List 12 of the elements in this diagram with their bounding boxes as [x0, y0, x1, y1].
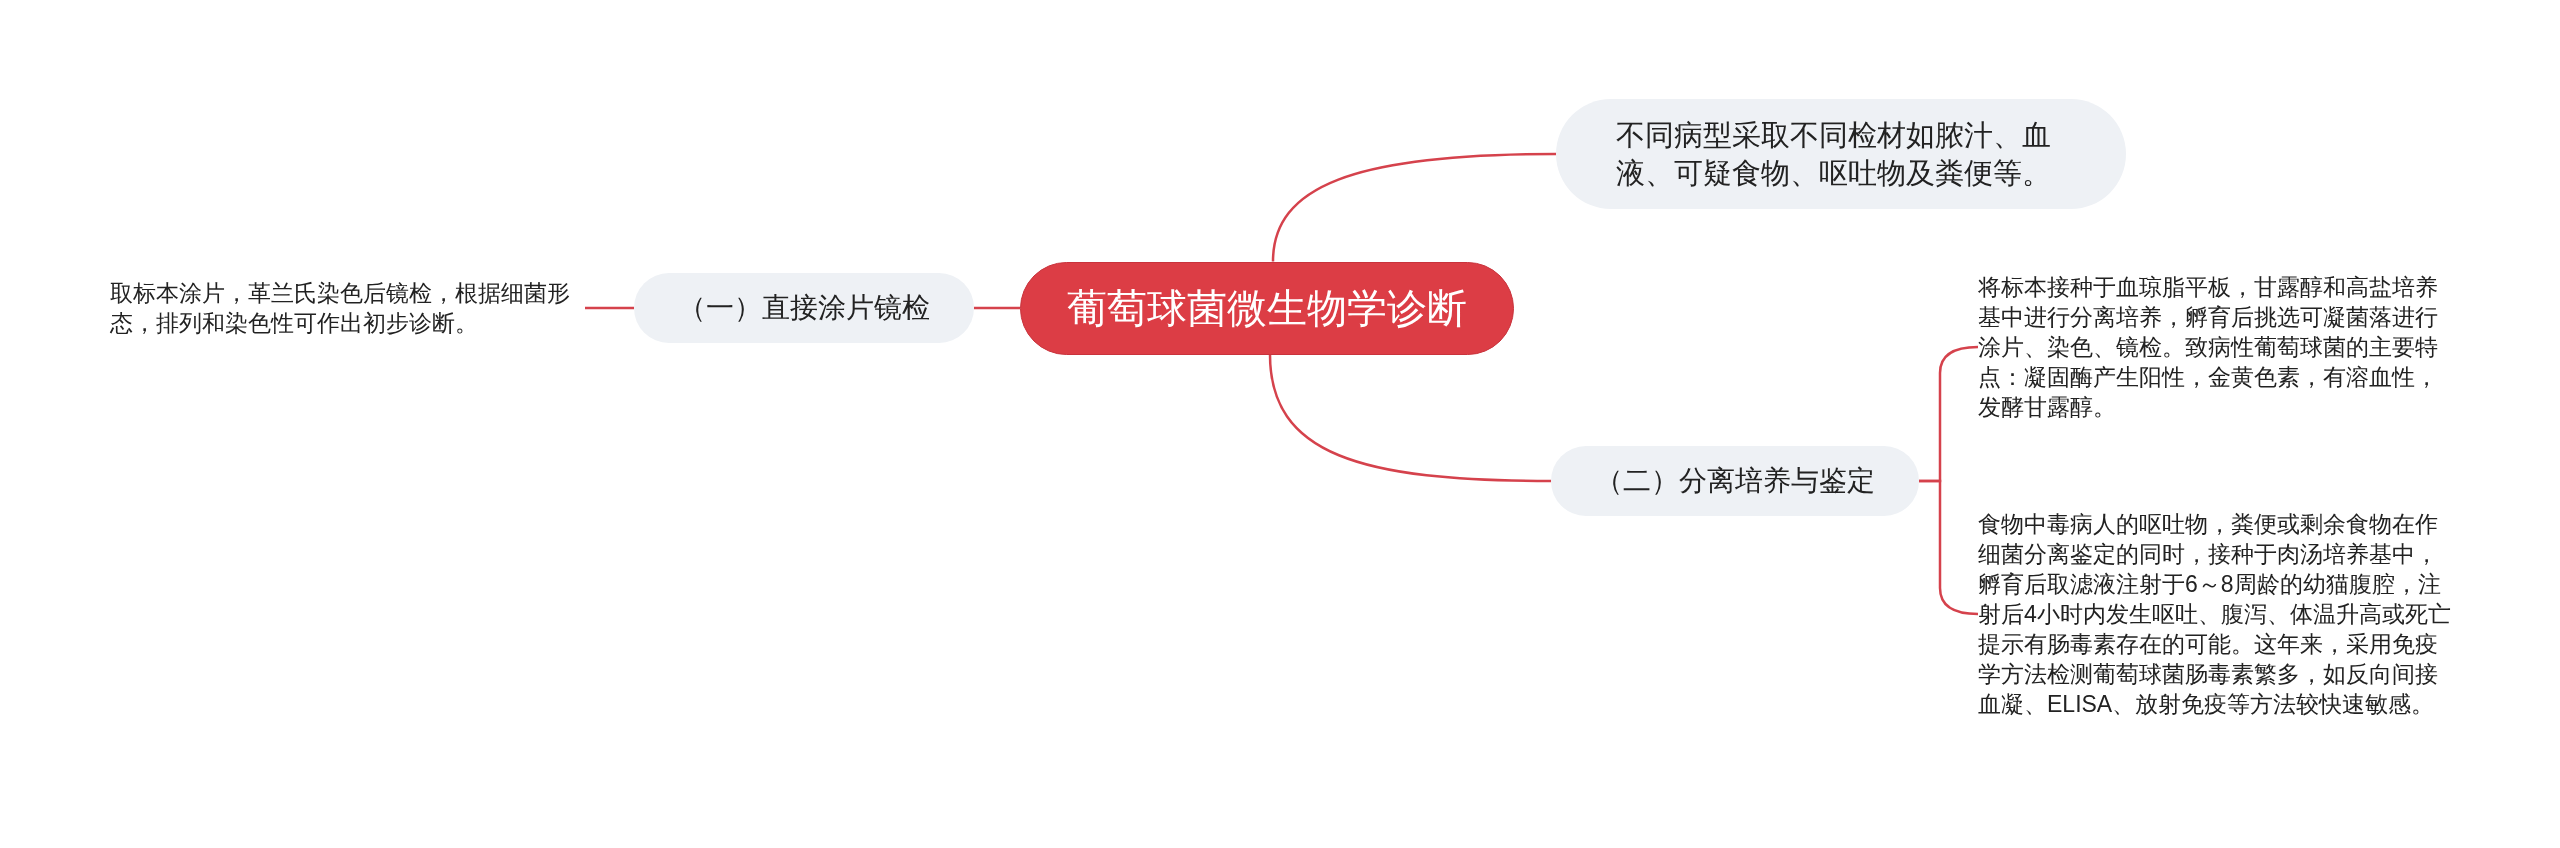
connector-line: [1919, 479, 1979, 616]
topic-text: （一）直接涂片镜检: [678, 291, 930, 325]
connector-line: [585, 306, 634, 310]
topic-title: 葡萄球菌微生物学诊断: [1067, 284, 1467, 332]
note-text: 食物中毒病人的呕吐物，粪便或剩余食物在作细菌分离鉴定的同时，接种于肉汤培养基中，孵育后取滤液注射于6～8周龄的幼猫腹腔，注射后4小时内发生呕吐、腹泻、体温升高或死亡提示有肠毒素存在的可能。这年来，采用免疫学方法检测葡萄球菌肠毒素繁多，如反向间接血凝、ELISA、放射免疫等方法较快速敏感。: [1978, 509, 2453, 719]
topic-text: 不同病型采取不同检材如脓汁、血液、可疑食物、呕吐物及粪便等。: [1616, 118, 2052, 191]
topic-text: （二）分离培养与鉴定: [1595, 464, 1875, 498]
note-text: 将标本接种于血琼脂平板，甘露醇和高盐培养基中进行分离培养，孵育后挑选可凝菌落进行涂片、染色、镜检。致病性葡萄球菌的主要特点：凝固酶产生阳性，金黄色素，有溶血性，发酵甘露醇。: [1978, 272, 2453, 422]
connector-line: [974, 306, 1020, 310]
connector-line: [1271, 152, 1556, 262]
connector-line: [1268, 354, 1551, 483]
note-text: 取标本涂片，革兰氏染色后镜检，根据细菌形态，排列和染色性可作出初步诊断。: [110, 278, 585, 338]
